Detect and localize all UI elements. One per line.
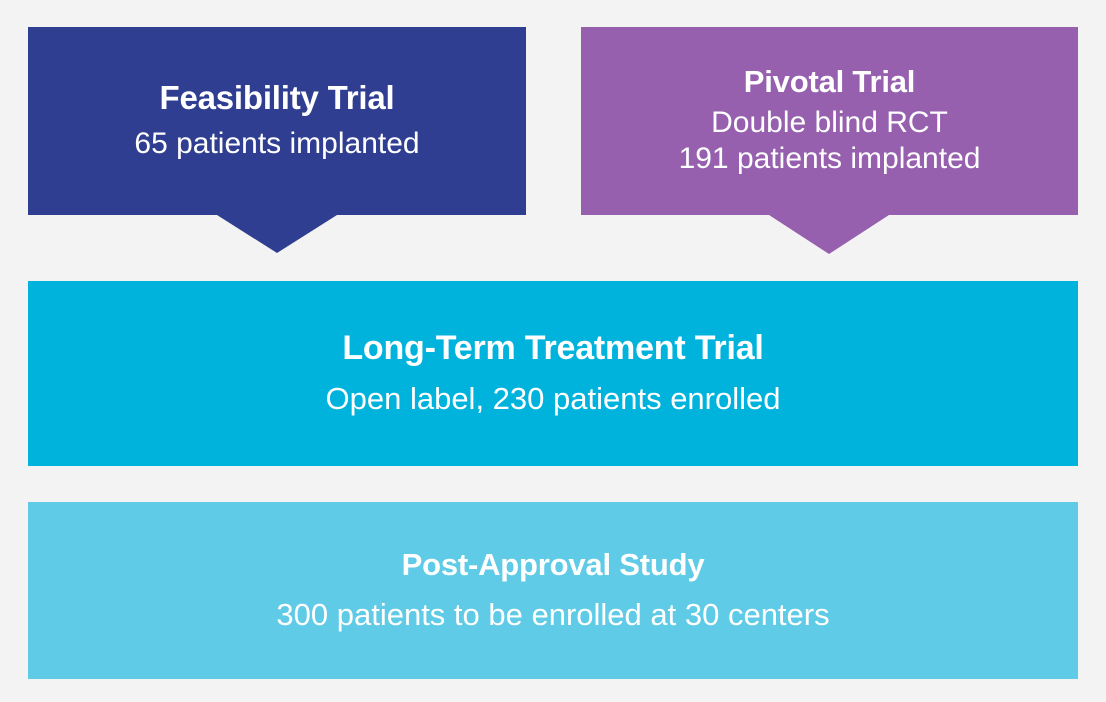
stage-subtitle-feasibility: 65 patients implanted xyxy=(134,126,420,160)
stage-subtitle-post-approval: 300 patients to be enrolled at 30 center… xyxy=(276,597,830,633)
stage-title-feasibility: Feasibility Trial xyxy=(159,79,395,117)
stage-card-pivotal-trial: Pivotal Trial Double blind RCT 191 patie… xyxy=(581,27,1078,215)
stage-title-pivotal: Pivotal Trial xyxy=(743,64,916,100)
stage-card-feasibility-trial: Feasibility Trial 65 patients implanted xyxy=(28,27,526,215)
down-arrow-icon-feasibility xyxy=(217,215,337,253)
stage-subtitle-long-term: Open label, 230 patients enrolled xyxy=(325,381,781,417)
stage-title-post-approval: Post-Approval Study xyxy=(401,546,705,582)
stage-title-long-term: Long-Term Treatment Trial xyxy=(342,329,764,368)
down-arrow-icon-pivotal xyxy=(769,215,889,254)
stage-subtitle-pivotal-design: Double blind RCT xyxy=(711,105,948,139)
stage-subtitle-pivotal-enrollment: 191 patients implanted xyxy=(678,141,981,175)
stage-card-long-term-treatment-trial: Long-Term Treatment Trial Open label, 23… xyxy=(28,281,1078,466)
stage-card-post-approval-study: Post-Approval Study 300 patients to be e… xyxy=(28,502,1078,679)
